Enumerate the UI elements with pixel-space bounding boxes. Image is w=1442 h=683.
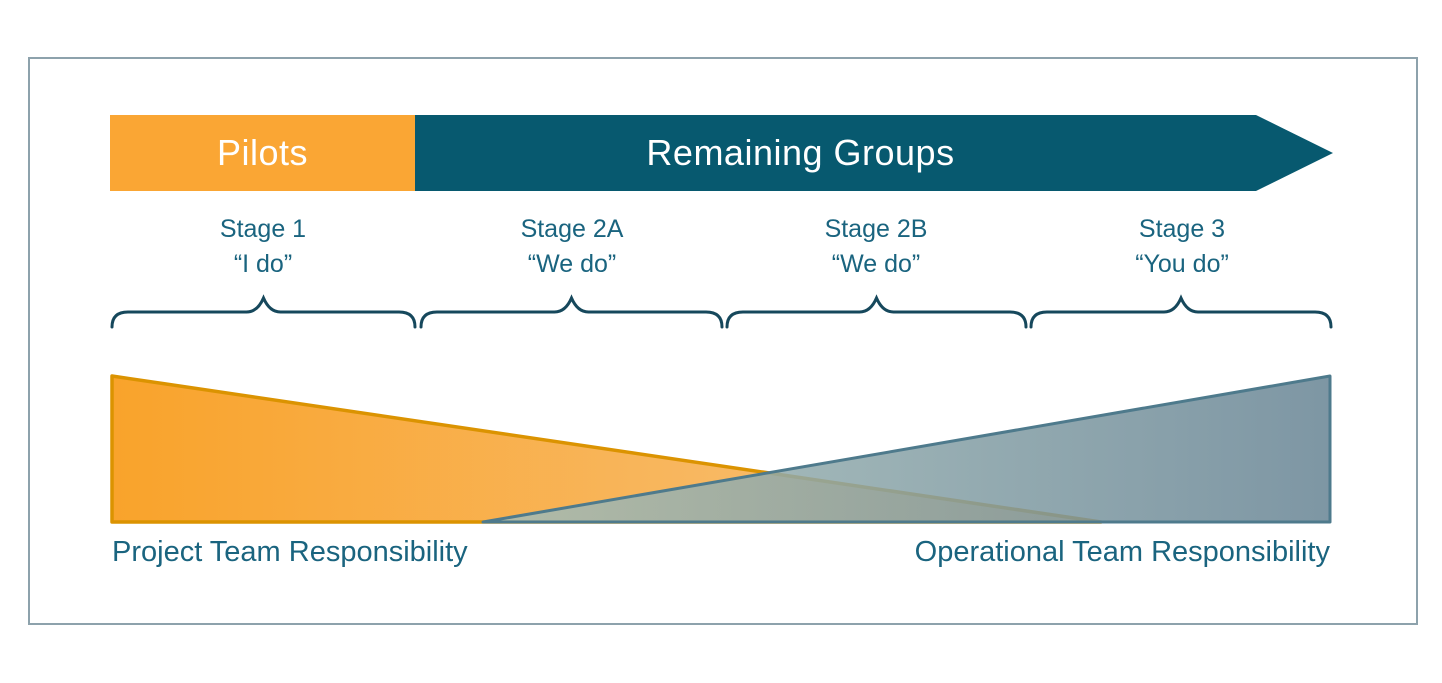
pilots-label: Pilots [216,132,309,173]
brace-stage-2a [419,294,724,329]
stage-2b-name: Stage 2B [824,215,928,243]
stage-3-labels: Stage 3 “You do” [1030,212,1334,282]
stage-2a-labels: Stage 2A “We do” [420,212,724,282]
remaining-groups-label: Remaining Groups [646,132,955,173]
stage-3-quote: “You do” [1135,250,1229,278]
brace-stage-1 [110,294,417,329]
stage-2a-quote: “We do” [527,250,617,278]
stage-2a-name: Stage 2A [520,215,624,243]
remaining-groups-arrow-shape [415,115,1333,191]
stage-1-labels: Stage 1 “I do” [111,212,415,282]
brace-stage-3 [1029,294,1333,329]
brace-stage-2b [725,294,1028,329]
operational-team-triangle [481,374,1332,524]
stage-2b-labels: Stage 2B “We do” [724,212,1028,282]
stage-3-name: Stage 3 [1138,215,1226,243]
operational-team-responsibility-label: Operational Team Responsibility [914,536,1330,568]
stage-1-name: Stage 1 [219,215,307,243]
stage-1-quote: “I do” [233,250,293,278]
project-team-responsibility-label: Project Team Responsibility [112,536,468,568]
pilots-bar-shape [110,115,415,191]
stage-2b-quote: “We do” [831,250,921,278]
